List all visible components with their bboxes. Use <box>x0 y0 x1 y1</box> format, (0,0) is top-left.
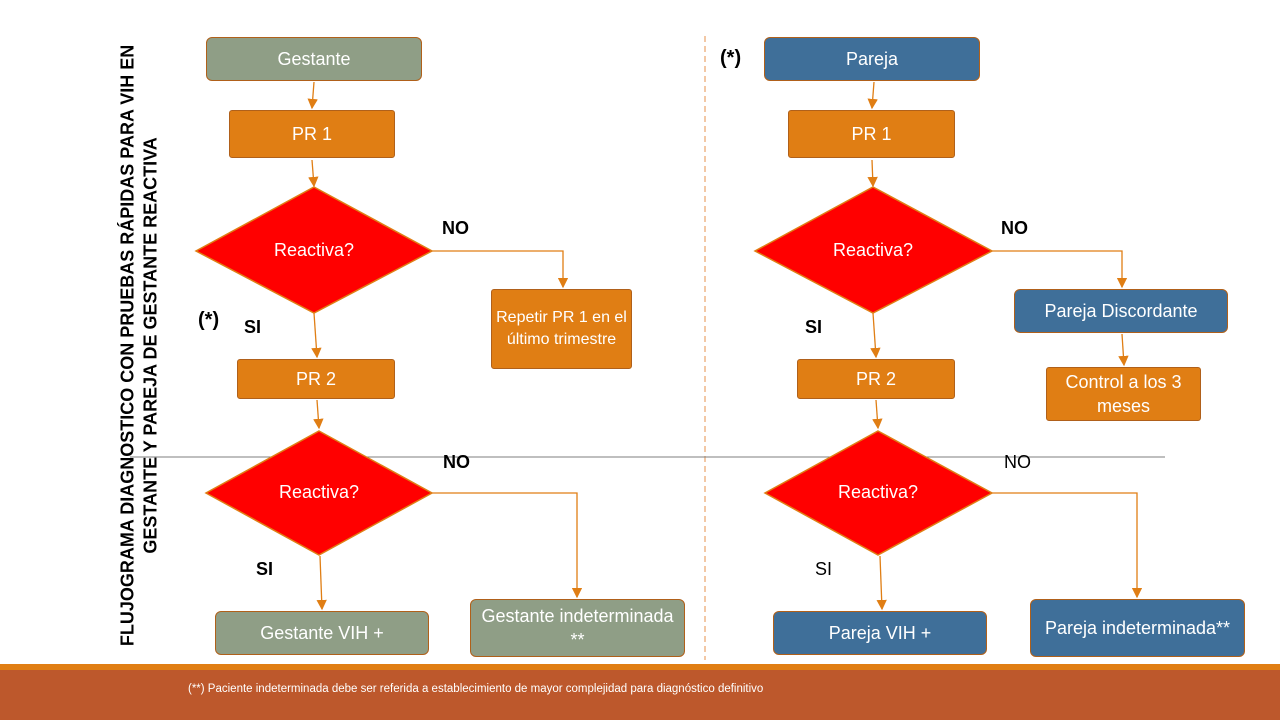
connector <box>992 492 1143 599</box>
decision-diamond-left-2 <box>204 430 434 556</box>
node-pareja-discordante: Pareja Discordante <box>1014 289 1228 333</box>
node-left-pr2: PR 2 <box>237 359 395 399</box>
node-gestante: Gestante <box>206 37 422 81</box>
decision-diamond-left-1 <box>194 186 434 314</box>
footer-bar <box>0 670 1280 720</box>
decision-right-1-label: Reactiva? <box>832 240 914 260</box>
decision-diamond-right-1 <box>753 186 994 314</box>
connector <box>870 312 881 359</box>
node-gestante-indeterminada: Gestante indeterminada ** <box>470 599 685 657</box>
node-control-3-meses: Control a los 3 meses <box>1046 367 1201 421</box>
connector <box>307 81 318 110</box>
decision-right-2-label: Reactiva? <box>837 482 919 502</box>
node-left-pr1: PR 1 <box>229 110 395 158</box>
label-right-no-1: NO <box>1001 218 1028 238</box>
connector <box>876 555 887 611</box>
node-gestante-vih-positive: Gestante VIH + <box>215 611 429 655</box>
label-right-no-2: NO <box>1004 452 1031 472</box>
connector <box>867 159 878 188</box>
decision-left-2-label: Reactiva? <box>278 482 360 502</box>
footer-accent-line <box>0 664 1280 670</box>
node-right-pr1: PR 1 <box>788 110 955 158</box>
diagram-title: FLUJOGRAMA DIAGNOSTICO CON PRUEBAS RÁPID… <box>117 44 161 647</box>
node-pareja: Pareja <box>764 37 980 81</box>
node-repetir-pr1: Repetir PR 1 en el último trimestre <box>491 289 632 369</box>
node-pareja-vih-positive: Pareja VIH + <box>773 611 987 655</box>
label-left-si-2: SI <box>256 559 274 579</box>
label-left-no-1: NO <box>442 218 469 238</box>
connector <box>872 399 883 430</box>
connector <box>992 250 1128 289</box>
label-left-si-1: SI <box>244 317 262 337</box>
connector <box>316 555 327 611</box>
node-right-pr2: PR 2 <box>797 359 955 399</box>
footnote: (**) Paciente indeterminada debe ser ref… <box>188 683 764 695</box>
node-pareja-indeterminada: Pareja indeterminada** <box>1030 599 1245 657</box>
connector <box>311 312 322 359</box>
decision-left-1-label: Reactiva? <box>273 240 355 260</box>
label-right-si-1: SI <box>805 317 823 337</box>
label-right-star: (*) <box>720 47 742 69</box>
connector <box>1118 333 1129 367</box>
connector <box>308 159 319 188</box>
connector <box>313 399 324 430</box>
decision-diamond-right-2 <box>763 430 994 556</box>
connector <box>867 81 878 110</box>
connector <box>432 492 583 599</box>
label-left-star: (*) <box>198 309 220 331</box>
label-left-no-2: NO <box>443 452 470 472</box>
connector <box>432 250 569 289</box>
label-right-si-2: SI <box>815 559 833 579</box>
